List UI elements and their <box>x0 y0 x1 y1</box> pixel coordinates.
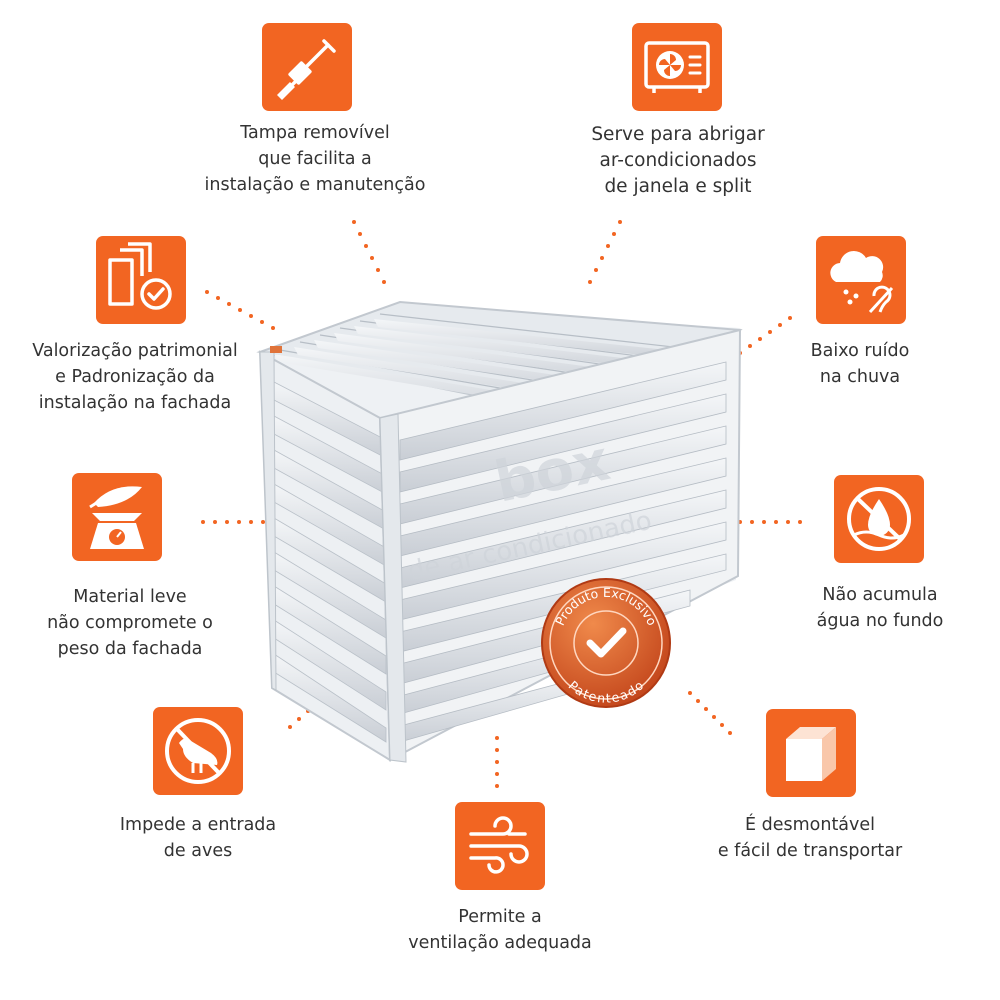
rain-no-noise-icon <box>830 250 894 314</box>
exclusive-product-seal: Produto Exclusivo Patenteado <box>541 578 671 708</box>
wind-icon <box>469 816 529 874</box>
air-conditioner-icon <box>644 41 710 93</box>
screwdriver-icon <box>277 39 336 100</box>
no-water-icon <box>847 487 911 551</box>
feature-leve-icon-box <box>72 473 162 561</box>
feature-desmontavel-icon-box <box>766 709 856 797</box>
scale-feather-icon <box>89 486 144 549</box>
cube-icon <box>786 727 836 781</box>
feature-abrigar-icon-box <box>632 23 722 111</box>
checkmark-icon <box>586 627 627 658</box>
feature-ventilacao-icon-box <box>455 802 545 890</box>
feature-agua-icon-box <box>834 475 924 563</box>
facade-check-icon <box>108 242 172 310</box>
feature-valorizacao-icon-box <box>96 236 186 324</box>
no-birds-icon <box>165 718 231 784</box>
feature-ruido-icon-box <box>816 236 906 324</box>
feature-aves-icon-box <box>153 707 243 795</box>
feature-tampa-icon-box <box>262 23 352 111</box>
ac-cover-product-image: box de ar condicionado <box>256 300 743 763</box>
